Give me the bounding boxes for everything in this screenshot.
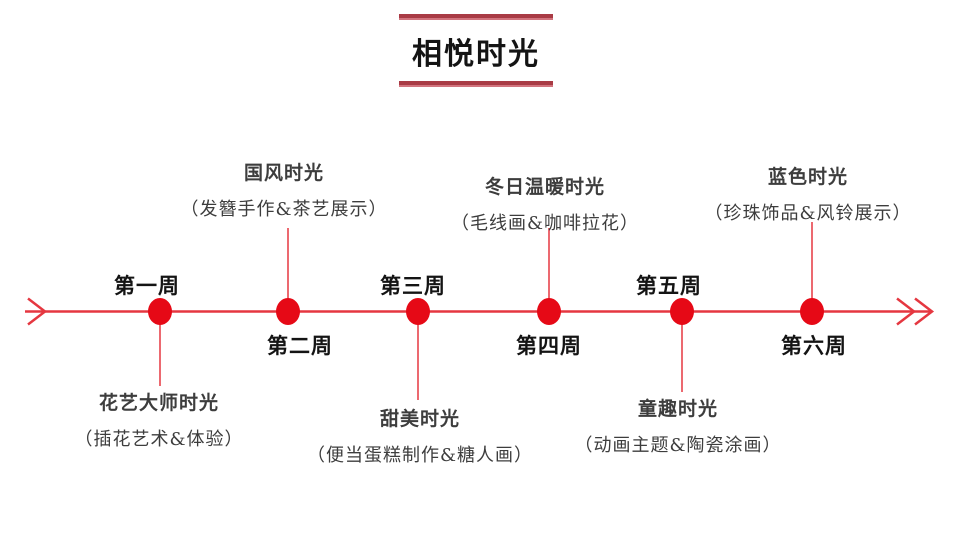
event-title: 花艺大师时光 xyxy=(98,392,219,414)
week-label-3: 第三周 xyxy=(380,273,446,298)
event-block-week4: 冬日温暖时光 （毛线画&咖啡拉花） xyxy=(451,172,639,235)
page-title: 相悦时光 xyxy=(412,37,540,72)
milestone-dot-week5 xyxy=(670,298,694,325)
event-block-week3: 甜美时光 （便当蛋糕制作&糖人画） xyxy=(307,404,533,467)
title-block: 相悦时光 xyxy=(399,14,553,87)
event-title: 蓝色时光 xyxy=(767,166,848,188)
event-block-week6: 蓝色时光 （珍珠饰品&风铃展示） xyxy=(704,162,911,225)
event-title: 冬日温暖时光 xyxy=(484,176,605,198)
axis-start-arrow-icon xyxy=(27,297,48,326)
title-rule-bottom xyxy=(399,81,553,87)
milestone-dot-week4 xyxy=(537,298,561,325)
event-detail: （珍珠饰品&风铃展示） xyxy=(704,203,912,224)
event-detail: （发簪手作&茶艺展示） xyxy=(180,199,388,220)
event-detail: （插花艺术&体验） xyxy=(74,429,244,450)
event-detail: （动画主题&陶瓷涂画） xyxy=(574,435,782,456)
milestone-dot-week6 xyxy=(800,298,824,325)
axis-end-arrow2-icon xyxy=(914,297,935,326)
week-label-5: 第五周 xyxy=(636,273,702,298)
event-detail: （毛线画&咖啡拉花） xyxy=(450,213,640,234)
axis-end-arrow-icon xyxy=(896,297,917,326)
week-label-1: 第一周 xyxy=(114,273,180,298)
milestone-dot-week1 xyxy=(148,298,172,325)
week-label-4: 第四周 xyxy=(516,333,582,358)
event-block-week5: 童趣时光 （动画主题&陶瓷涂画） xyxy=(574,394,781,457)
event-detail: （便当蛋糕制作&糖人画） xyxy=(306,445,534,466)
event-block-week1: 花艺大师时光 （插花艺术&体验） xyxy=(74,388,243,451)
milestone-dot-week2 xyxy=(276,298,300,325)
week-label-6: 第六周 xyxy=(781,333,847,358)
title-rule-top xyxy=(399,14,553,20)
event-block-week2: 国风时光 （发簪手作&茶艺展示） xyxy=(180,158,387,221)
week-label-2: 第二周 xyxy=(267,333,333,358)
event-title: 童趣时光 xyxy=(637,398,718,420)
event-title: 甜美时光 xyxy=(379,408,460,430)
milestone-dot-week3 xyxy=(406,298,430,325)
event-title: 国风时光 xyxy=(243,162,324,184)
